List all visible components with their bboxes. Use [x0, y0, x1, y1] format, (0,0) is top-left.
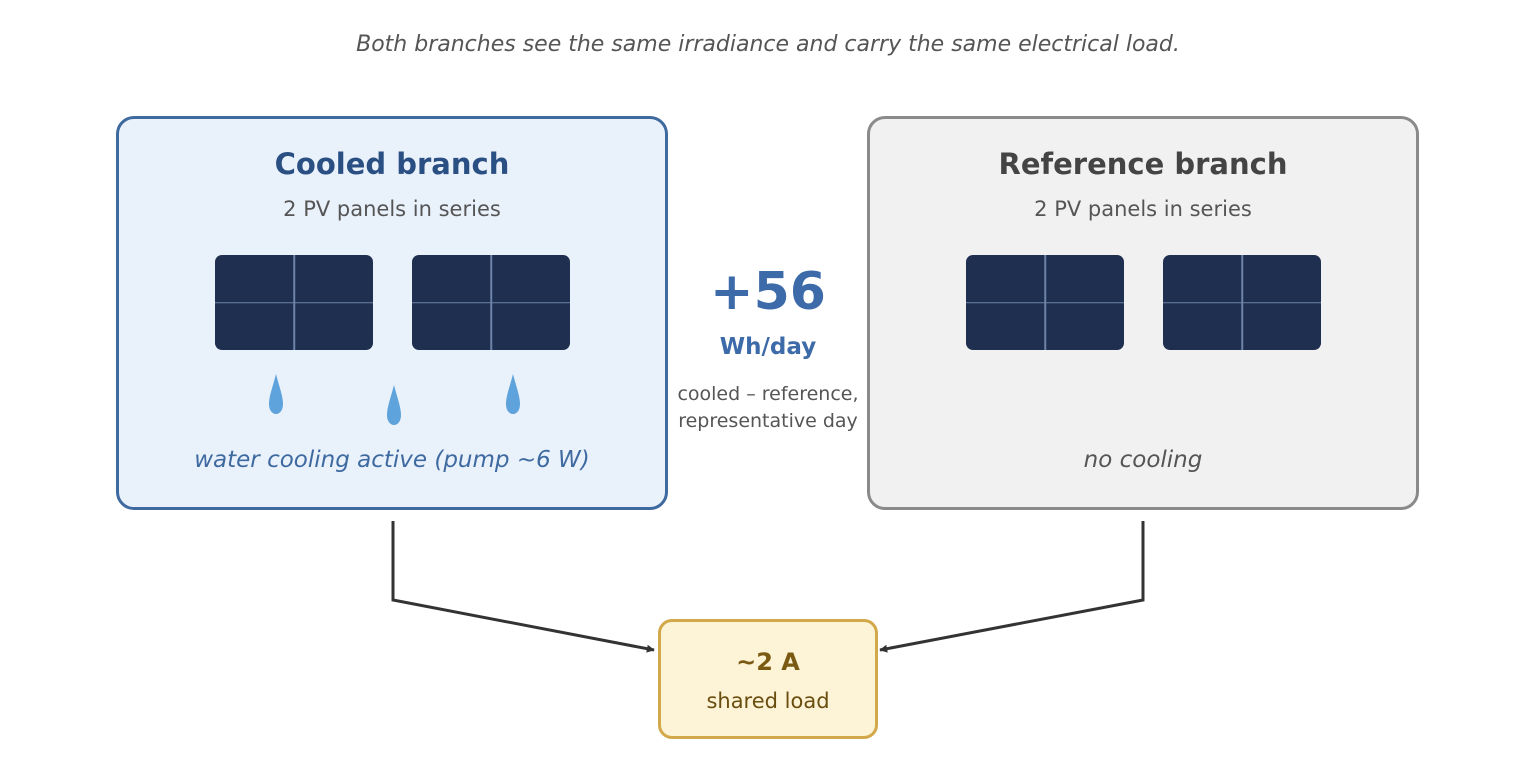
energy-difference-note: cooled – reference, representative day — [660, 381, 876, 435]
water-drop-icon — [506, 374, 520, 414]
water-drop-icon — [387, 385, 401, 425]
reference-branch-title: Reference branch — [998, 147, 1288, 181]
water-drop-icon — [269, 374, 283, 414]
reference-branch-box: Reference branch 2 PV panels in series n… — [867, 116, 1419, 510]
cooled-branch-title: Cooled branch — [274, 147, 510, 181]
energy-difference-note-line: representative day — [678, 410, 858, 432]
cooled-branch-subtitle: 2 PV panels in series — [283, 197, 501, 221]
reference-branch-note: no cooling — [1083, 447, 1203, 473]
energy-difference-value: +56 — [710, 262, 826, 322]
cooled-to-load-arrow — [391, 521, 655, 653]
energy-difference-note-line: cooled – reference, — [677, 383, 859, 405]
pv-panel-icon — [966, 255, 1124, 350]
load-label: shared load — [706, 689, 830, 713]
load-current-value: ~2 A — [736, 648, 800, 676]
cooled-branch-box: Cooled branch 2 PV panels in series wate… — [116, 116, 668, 510]
cooled-branch-note: water cooling active (pump ~6 W) — [194, 447, 590, 473]
pv-panel-icon — [215, 255, 373, 350]
shared-load-box: ~2 A shared load — [658, 619, 878, 739]
reference-branch-subtitle: 2 PV panels in series — [1034, 197, 1252, 221]
energy-difference-unit: Wh/day — [719, 334, 817, 360]
pv-panel-icon — [1163, 255, 1321, 350]
reference-to-load-arrow — [879, 521, 1145, 653]
pv-panel-icon — [412, 255, 570, 350]
diagram-caption: Both branches see the same irradiance an… — [356, 32, 1180, 57]
